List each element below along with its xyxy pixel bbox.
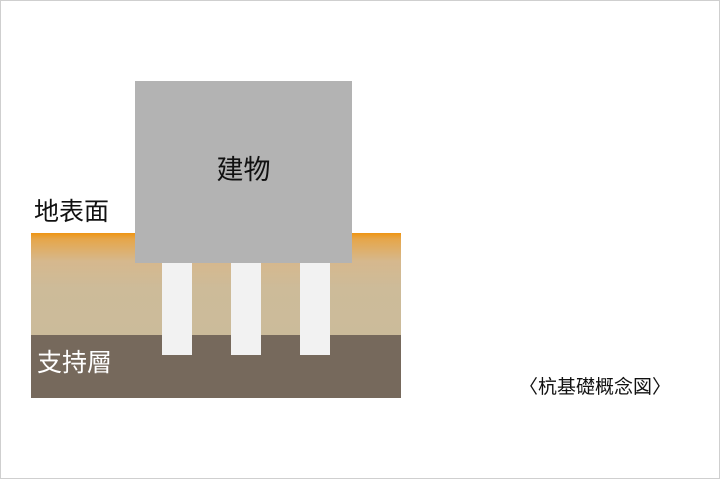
pile-right	[300, 263, 330, 355]
pile-left	[162, 263, 192, 355]
bearing-layer-block	[31, 335, 401, 398]
building-block	[135, 81, 352, 263]
pile-middle	[231, 263, 261, 355]
bearing-layer-label: 支持層	[37, 348, 113, 377]
building-label: 建物	[216, 155, 271, 186]
diagram-caption: 〈杭基礎概念図〉	[519, 376, 672, 398]
ground-surface-label: 地表面	[34, 197, 110, 226]
